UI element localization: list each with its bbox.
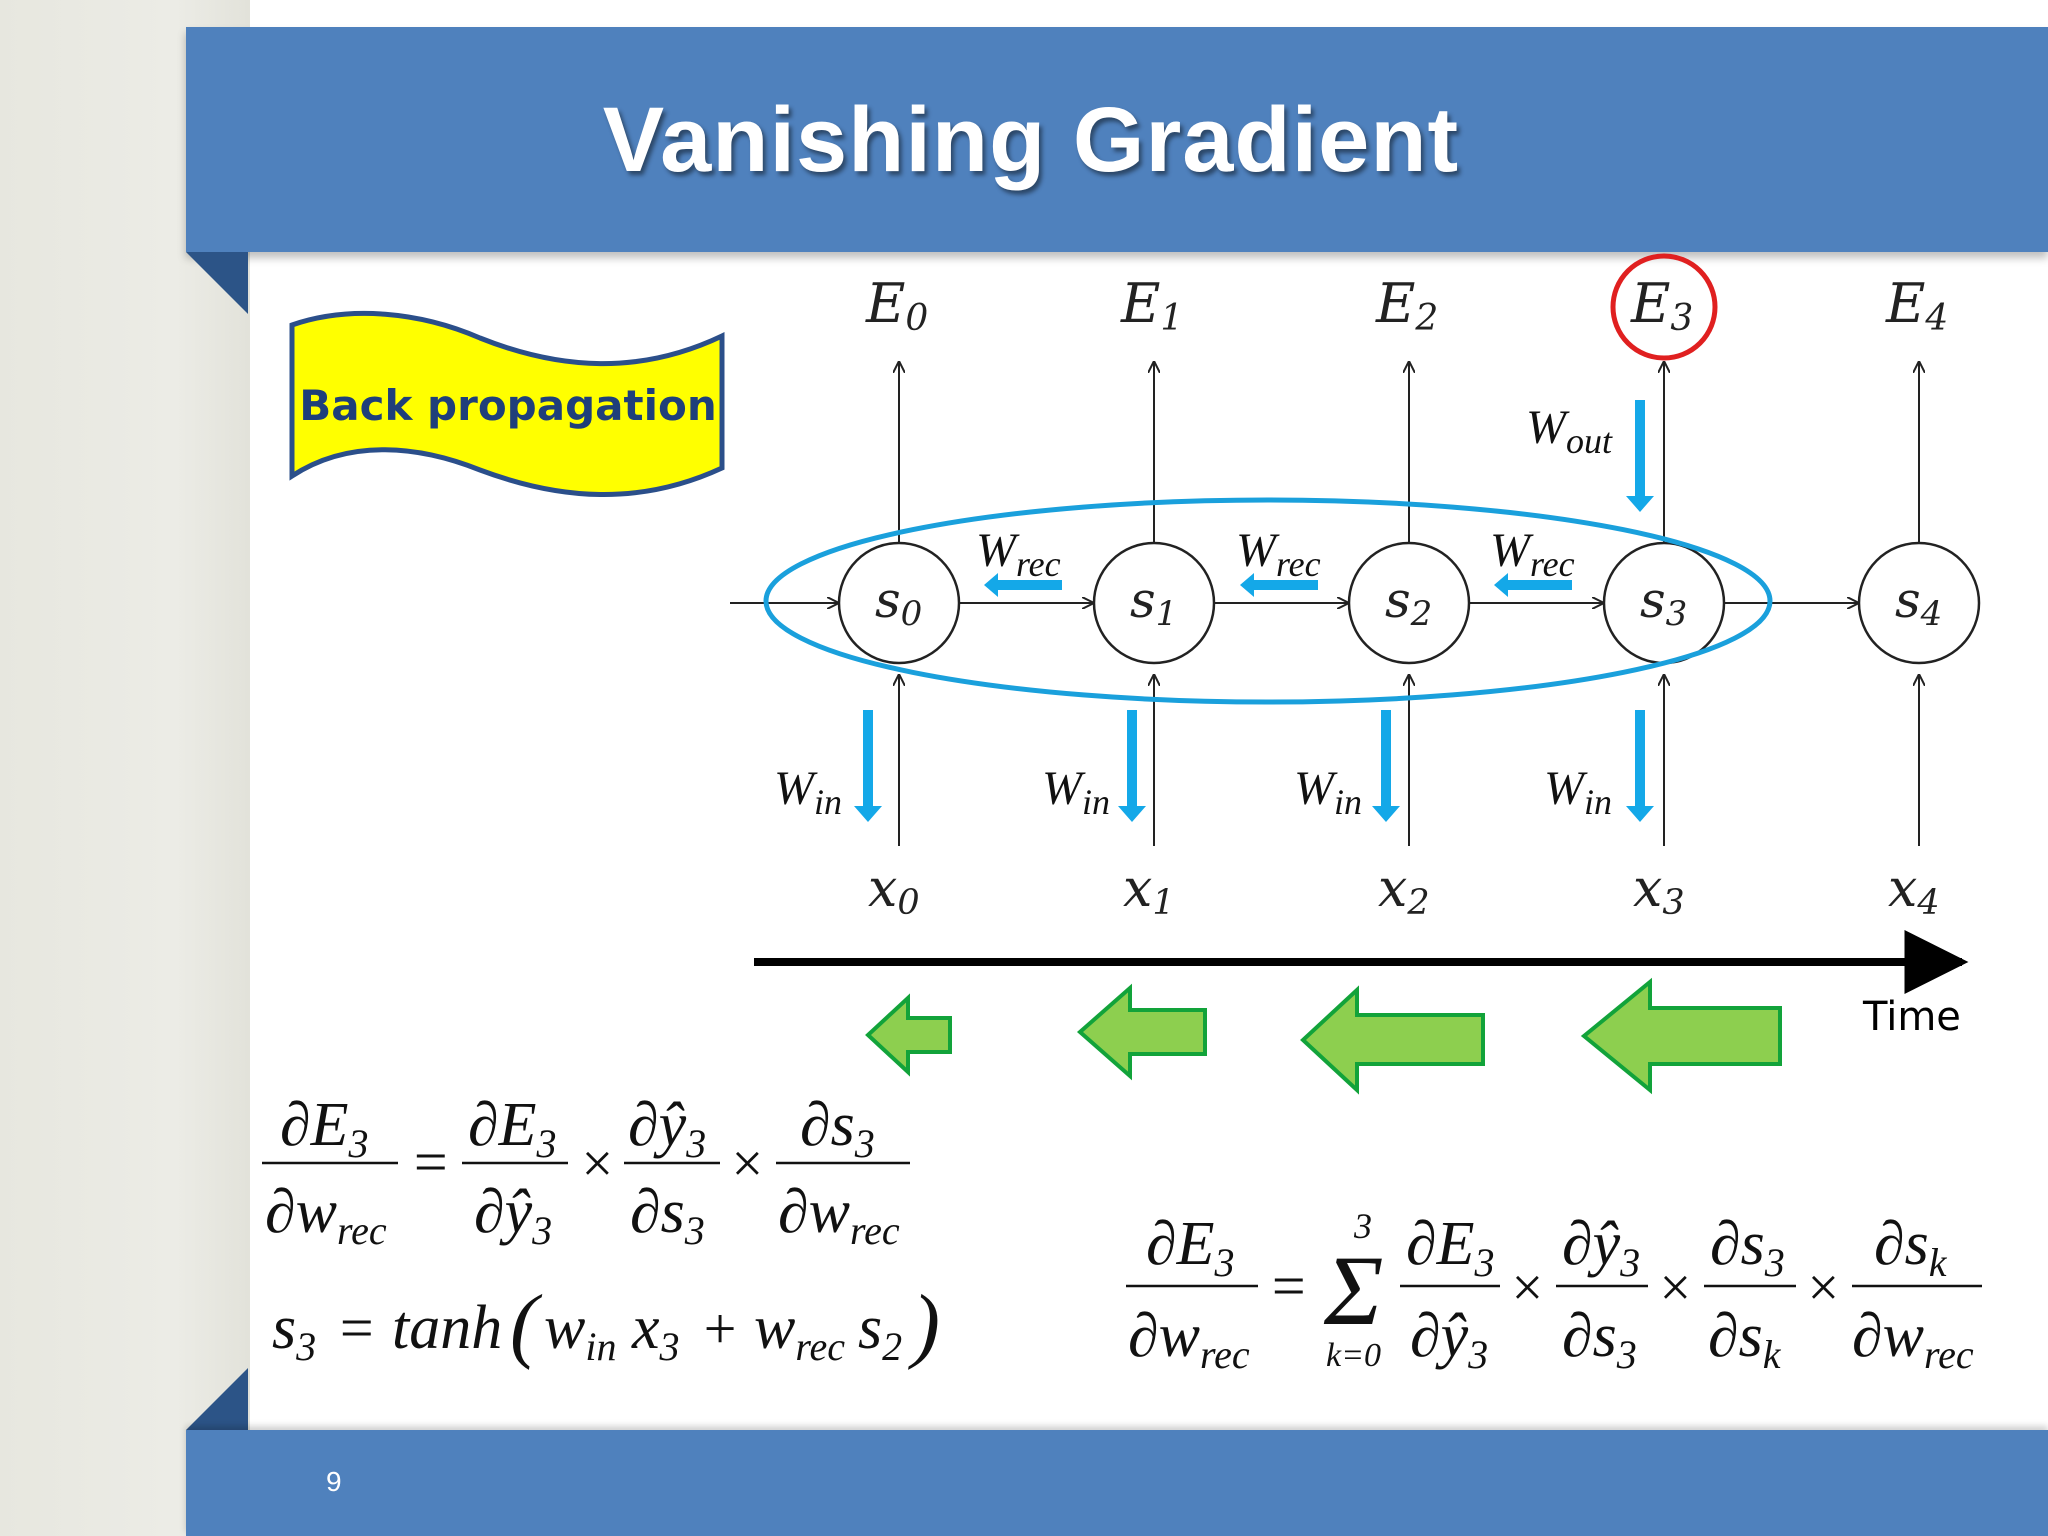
sum-f1-denominator: ∂ŷ3 — [1410, 1302, 1488, 1377]
sum-f2-denominator: ∂s3 — [1562, 1302, 1637, 1377]
backprop-arrow-large — [1300, 985, 1485, 1095]
state-eq-s2: s2 — [858, 1294, 902, 1369]
sum-f4-numerator: ∂sk — [1874, 1210, 1948, 1285]
sum-sigma: Σ — [1323, 1235, 1383, 1346]
backprop-arrow-small — [865, 993, 952, 1077]
formula-chain-rule: ∂E3 ∂wrec = ∂E3 ∂ŷ3 × ∂ŷ3 ∂s3 × ∂s3 ∂wre… — [262, 1091, 910, 1253]
backprop-arrow-medium — [1076, 983, 1207, 1081]
highlight-circle-e3 — [1610, 253, 1718, 361]
banner-fold-bottom — [186, 1368, 248, 1430]
error-label-2: E2 — [1375, 272, 1438, 339]
state-label-1: s1 — [1130, 571, 1177, 634]
sum-lhs-numerator: ∂E3 — [1146, 1210, 1235, 1285]
state-label-4: s4 — [1895, 571, 1942, 634]
state-eq-rparen: ) — [908, 1278, 940, 1371]
state-node-4 — [1857, 541, 1981, 665]
state-node-2 — [1347, 541, 1471, 665]
state-node-0 — [837, 541, 961, 665]
state-eq-plus: + — [700, 1296, 739, 1361]
state-label-2: s2 — [1385, 571, 1432, 634]
banner-fold-top — [186, 252, 248, 314]
w-in-arrow-3 — [1626, 710, 1654, 822]
w-rec-label-2: Wrec — [1490, 524, 1575, 584]
w-in-arrow-2 — [1372, 710, 1400, 822]
sum-equals: = — [1268, 1253, 1309, 1319]
sum-times-1: × — [1508, 1257, 1546, 1319]
w-in-label-0: Win — [774, 762, 842, 822]
w-rec-label-1: Wrec — [1236, 524, 1321, 584]
chain-f2-numerator: ∂ŷ3 — [628, 1091, 706, 1166]
title-banner — [186, 27, 2048, 252]
w-in-arrow-1 — [1118, 710, 1146, 822]
chain-times-2: × — [728, 1133, 766, 1195]
sum-upper-limit: 3 — [1353, 1206, 1372, 1246]
w-out-arrow — [1626, 400, 1654, 512]
w-rec-label-0: Wrec — [976, 524, 1061, 584]
formula-state-update: s3 = tanh ( win x3 + wrec s2 ) — [272, 1278, 940, 1371]
state-eq-win: win — [544, 1294, 616, 1369]
chain-equals: = — [410, 1129, 451, 1195]
w-rec-arrow-1 — [1240, 573, 1318, 597]
sum-f1-numerator: ∂E3 — [1406, 1210, 1495, 1285]
back-propagation-banner: Back propagation — [289, 310, 725, 497]
w-in-label-3: Win — [1544, 762, 1612, 822]
page-number: 9 — [326, 1466, 342, 1497]
error-label-0: E0 — [865, 272, 928, 339]
sum-lower-limit: k=0 — [1326, 1337, 1381, 1374]
w-in-arrow-0 — [854, 710, 882, 822]
w-out-label: Wout — [1526, 401, 1613, 461]
chain-times-1: × — [578, 1133, 616, 1195]
state-eq-wrec: wrec — [754, 1294, 845, 1369]
w-in-label-1: Win — [1042, 762, 1110, 822]
error-label-1: E1 — [1120, 272, 1183, 339]
w-rec-arrow-0 — [984, 573, 1062, 597]
state-label-3: s3 — [1640, 571, 1687, 634]
sum-f3-numerator: ∂s3 — [1710, 1210, 1785, 1285]
sum-lhs-denominator: ∂wrec — [1128, 1302, 1250, 1377]
back-propagation-label: Back propagation — [299, 381, 716, 430]
w-rec-arrow-2 — [1494, 573, 1572, 597]
sum-times-2: × — [1656, 1257, 1694, 1319]
time-label: Time — [1862, 994, 1961, 1040]
chain-f2-denominator: ∂s3 — [630, 1178, 705, 1253]
error-label-3: E3 — [1630, 272, 1693, 339]
input-label-3: x3 — [1633, 859, 1685, 923]
sum-f2-numerator: ∂ŷ3 — [1562, 1210, 1640, 1285]
sum-times-3: × — [1804, 1257, 1842, 1319]
backprop-range-ellipse — [763, 497, 1773, 705]
w-in-label-2: Win — [1294, 762, 1362, 822]
input-label-2: x2 — [1378, 859, 1430, 923]
state-eq-x3: x3 — [631, 1294, 680, 1369]
state-eq-equals: = — [336, 1295, 377, 1361]
input-label-1: x1 — [1123, 859, 1175, 923]
chain-f3-denominator: ∂wrec — [778, 1178, 900, 1253]
state-eq-lhs: s3 — [272, 1294, 316, 1369]
chain-lhs-denominator: ∂wrec — [265, 1178, 387, 1253]
state-node-1 — [1092, 541, 1216, 665]
chain-f3-numerator: ∂s3 — [800, 1091, 875, 1166]
formula-summation: ∂E3 ∂wrec = 3 Σ k=0 ∂E3 ∂ŷ3 × ∂ŷ3 ∂s3 × … — [1126, 1206, 1982, 1377]
sum-f3-denominator: ∂sk — [1708, 1302, 1782, 1377]
error-label-4: E4 — [1885, 272, 1948, 339]
input-label-4: x4 — [1888, 859, 1940, 923]
state-eq-lparen: ( — [510, 1278, 543, 1371]
slide-title: Vanishing Gradient — [602, 89, 1460, 191]
footer-banner — [186, 1430, 2048, 1536]
sum-f4-denominator: ∂wrec — [1852, 1302, 1974, 1377]
backprop-arrow-xlarge — [1580, 977, 1782, 1095]
state-eq-tanh: tanh — [392, 1294, 502, 1362]
state-label-0: s0 — [875, 571, 922, 634]
chain-lhs-numerator: ∂E3 — [280, 1091, 369, 1166]
input-label-0: x0 — [868, 859, 920, 923]
chain-f1-numerator: ∂E3 — [468, 1091, 557, 1166]
chain-f1-denominator: ∂ŷ3 — [474, 1178, 552, 1253]
